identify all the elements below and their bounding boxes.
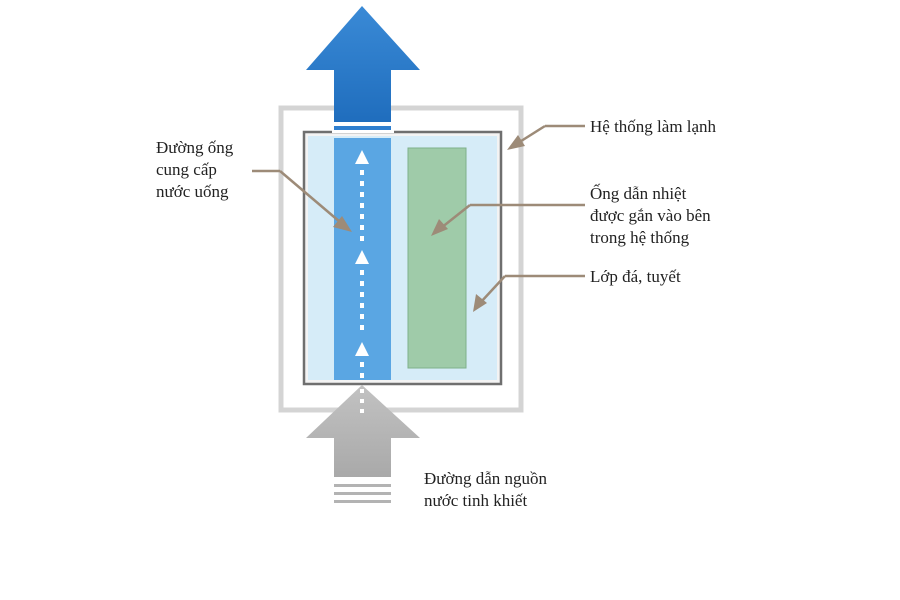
inflow-tail-stripe	[334, 500, 391, 503]
arrow-break-stripe	[332, 122, 394, 126]
flow-dash	[360, 181, 364, 186]
flow-dash	[360, 292, 364, 297]
flow-up-icon	[355, 342, 369, 356]
flow-dash	[360, 314, 364, 319]
ice-leader-line	[480, 275, 506, 303]
heat-pipe	[407, 147, 467, 369]
inflow-tail-stripe	[334, 484, 391, 487]
flow-dash	[360, 225, 364, 230]
flow-dash	[360, 192, 364, 197]
flow-dash	[360, 214, 364, 219]
flow-up-icon	[355, 150, 369, 164]
ice-leader-arrowhead	[473, 294, 487, 312]
cooling-leader-line	[517, 124, 546, 145]
inflow-arrow	[306, 385, 420, 477]
cooling-system-label: Hệ thống làm lạnh	[590, 117, 717, 136]
flow-dash	[360, 236, 364, 241]
flow-dash	[360, 170, 364, 175]
heat-pipe-leader-line	[440, 204, 471, 229]
arrow-break-stripe	[332, 130, 394, 133]
heat-pipe-label: Ống dẫn nhiệt được gắn vào bên trong hệ …	[590, 184, 711, 247]
pipe-label: Đường ống cung cấp nước uống	[156, 138, 234, 201]
flow-dash	[360, 303, 364, 308]
ice-layer-label: Lớp đá, tuyết	[590, 267, 681, 286]
flow-dash	[360, 373, 364, 378]
inflow-tail-stripe	[334, 492, 391, 495]
heat-pipe-leader-arrowhead	[431, 219, 448, 236]
flow-indicators	[355, 150, 369, 378]
flow-dash	[360, 281, 364, 286]
inflow-dots	[360, 389, 364, 413]
flow-dash	[360, 203, 364, 208]
flow-dash	[360, 362, 364, 367]
source-label: Đường dẫn nguồn nước tinh khiết	[424, 469, 548, 510]
leader-lines	[252, 124, 585, 312]
flow-up-icon	[355, 250, 369, 264]
outflow-arrow	[306, 6, 420, 123]
cooling-leader-arrowhead	[507, 135, 525, 150]
pipe-leader-line	[279, 170, 341, 223]
pipe-leader-arrowhead	[333, 216, 352, 232]
flow-dash	[360, 270, 364, 275]
flow-dash	[360, 325, 364, 330]
arrow-break-stripe	[334, 126, 391, 130]
